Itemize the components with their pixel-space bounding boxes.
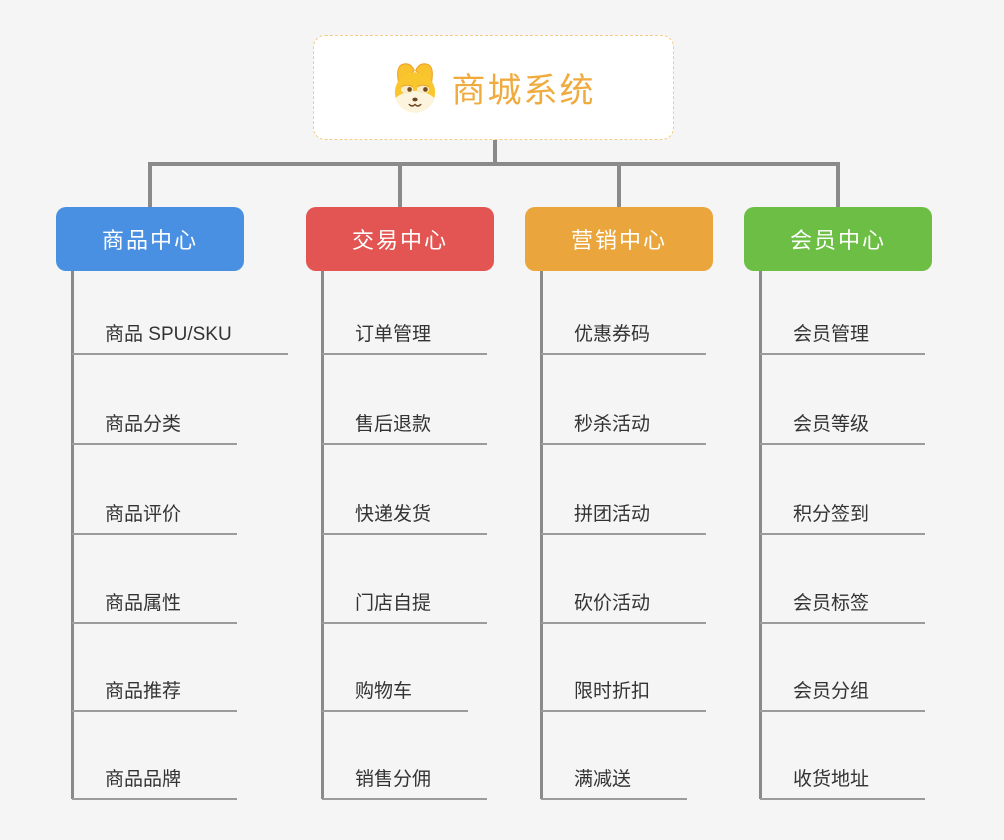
connector-branch-drop: [836, 162, 840, 207]
branch-label: 会员中心: [789, 228, 886, 253]
connector-horizontal-bar: [148, 162, 840, 166]
connector-branch-trunk: [70, 271, 74, 799]
leaf-node[interactable]: 会员分组: [760, 666, 926, 712]
leaf-node[interactable]: 销售分佣: [322, 754, 488, 800]
connector-branch-trunk: [539, 271, 543, 799]
connector-branch-trunk: [320, 271, 324, 799]
leaf-node[interactable]: 收货地址: [760, 754, 926, 800]
connector-branch-drop: [148, 162, 152, 207]
branch-node[interactable]: 会员中心: [744, 207, 932, 271]
leaf-node[interactable]: 商品属性: [72, 578, 238, 624]
connector-branch-trunk: [758, 271, 762, 799]
connector-root-stem: [493, 140, 497, 166]
leaf-node[interactable]: 快递发货: [322, 489, 488, 535]
branch-node[interactable]: 商品中心: [56, 207, 244, 271]
connector-branch-drop: [398, 162, 402, 207]
leaf-node[interactable]: 商品推荐: [72, 666, 238, 712]
branch-node[interactable]: 交易中心: [306, 207, 494, 271]
leaf-node[interactable]: 积分签到: [760, 489, 926, 535]
root-node[interactable]: 商城系统: [313, 35, 674, 140]
connector-branch-drop: [617, 162, 621, 207]
leaf-node[interactable]: 满减送: [541, 754, 688, 800]
branch-label: 商品中心: [101, 228, 198, 253]
branch-node[interactable]: 营销中心: [525, 207, 713, 271]
leaf-node[interactable]: 会员标签: [760, 578, 926, 624]
leaf-node[interactable]: 会员管理: [760, 309, 926, 355]
leaf-node[interactable]: 订单管理: [322, 309, 488, 355]
leaf-node[interactable]: 商品分类: [72, 399, 238, 445]
leaf-node[interactable]: 拼团活动: [541, 489, 707, 535]
leaf-node[interactable]: 限时折扣: [541, 666, 707, 712]
leaf-node[interactable]: 会员等级: [760, 399, 926, 445]
branch-label: 交易中心: [351, 228, 448, 253]
leaf-node[interactable]: 砍价活动: [541, 578, 707, 624]
doge-icon: [392, 62, 438, 114]
leaf-node[interactable]: 门店自提: [322, 578, 488, 624]
leaf-node[interactable]: 商品 SPU/SKU: [72, 309, 288, 355]
leaf-node[interactable]: 商品评价: [72, 489, 238, 535]
leaf-node[interactable]: 售后退款: [322, 399, 488, 445]
branch-label: 营销中心: [570, 228, 667, 253]
root-title: 商城系统: [451, 72, 596, 110]
leaf-node[interactable]: 购物车: [322, 666, 469, 712]
leaf-node[interactable]: 商品品牌: [72, 754, 238, 800]
leaf-node[interactable]: 秒杀活动: [541, 399, 707, 445]
leaf-node[interactable]: 优惠券码: [541, 309, 707, 355]
